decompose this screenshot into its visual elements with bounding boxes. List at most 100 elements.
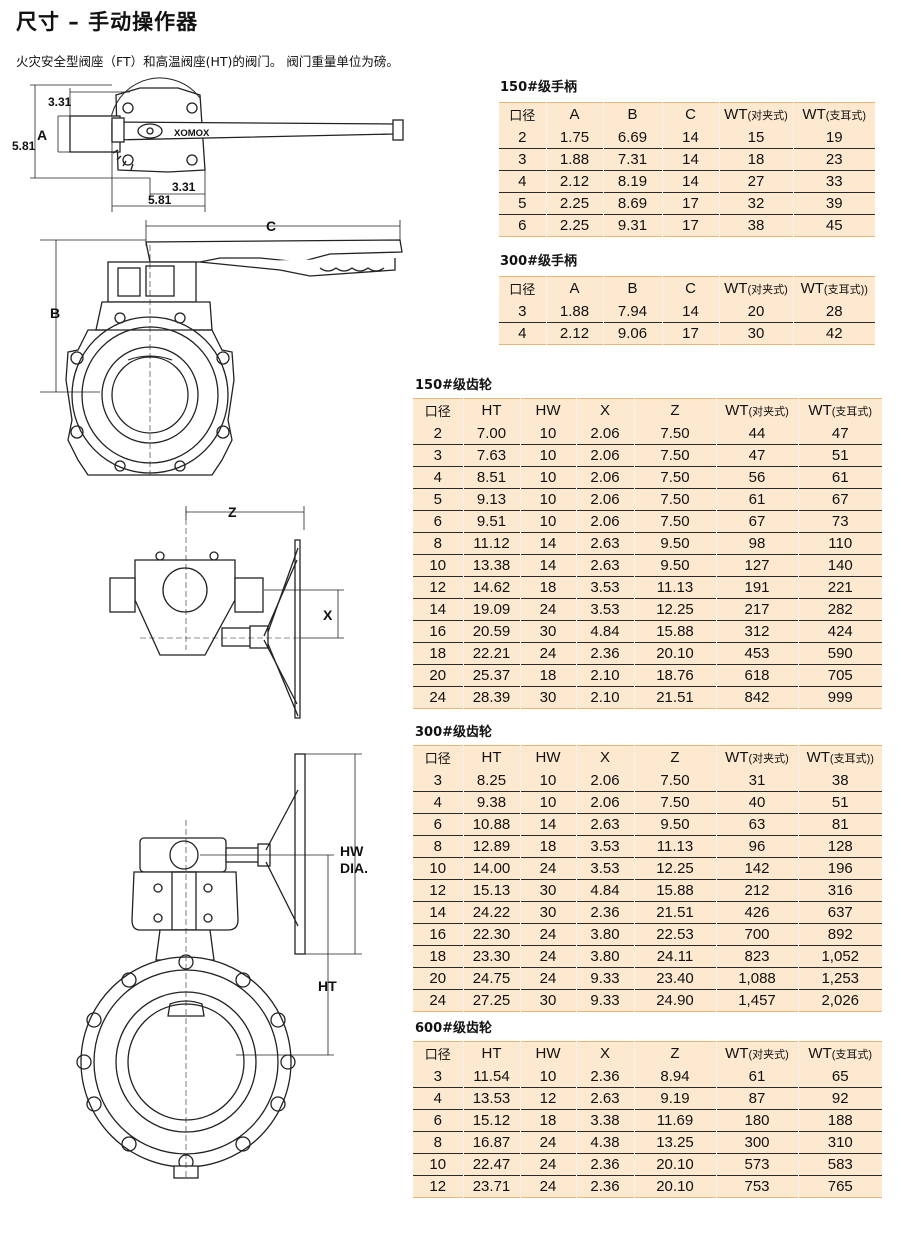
table-cell: 5 [413,488,464,511]
table-cell: 22.53 [634,923,717,946]
table-cell: 7.50 [634,488,717,511]
page-title: 尺寸 – 手动操作器 [16,10,199,34]
table-cell: 4 [499,322,547,345]
table-cell: 2.63 [576,1087,635,1110]
table-cell: 67 [831,491,849,508]
column-header-suffix: (对夹式) [748,753,789,766]
table-cell: 32 [719,192,794,215]
table-cell: 2.06 [576,422,635,445]
table-cell: 6 [413,510,464,533]
table-title-handle-300: 300#级手柄 [500,254,578,269]
dim-label-x: X [323,607,333,623]
table-cell: 12 [413,1175,464,1198]
table-cell: 18 [520,835,577,858]
table-cell: 12 [413,879,464,902]
table-cell: 20.59 [463,620,521,643]
table-cell: 9.13 [463,488,521,511]
table-cell: 92 [831,1090,849,1107]
column-header: WT(对夹式) [716,745,799,770]
dim-label-581-bottom: 5.81 [148,193,172,207]
table-cell: 4.84 [576,879,635,902]
table-cell: 1,253 [821,970,860,987]
column-header-label: Z [670,1045,680,1063]
table-cell: 12.25 [634,857,717,880]
table-cell: 22.30 [463,923,521,946]
table-cell: 453 [716,642,799,665]
column-header: 口径 [499,276,547,301]
column-header-label: B [627,106,638,124]
column-header: HT [463,745,521,770]
column-header: HW [520,1041,577,1066]
table-cell: 9.33 [576,967,635,990]
column-header: B [603,102,663,127]
dim-label-ht: HT [318,978,337,994]
table-cell: 30 [520,989,577,1012]
table-cell: 2.06 [576,488,635,511]
table-title-gear-150: 150#级齿轮 [415,378,493,393]
column-header-suffix: (对夹式) [748,1049,789,1062]
table-cell: 24 [520,1175,577,1198]
column-header-label: Z [670,402,680,420]
table-cell: 2.10 [576,664,635,687]
table-cell: 73 [831,513,849,530]
column-header-label: X [599,749,610,767]
table-cell: 8.25 [463,769,521,792]
table-cell: 30 [520,686,577,709]
column-header: WT(支耳式)) [793,277,875,301]
table-cell: 583 [827,1156,853,1173]
table-cell: 15.13 [463,879,521,902]
table-cell: 24 [520,945,577,968]
table-cell: 28 [825,302,843,320]
column-header-label: X [599,1045,610,1063]
table-cell: 21.51 [634,686,717,709]
table-cell: 637 [827,904,853,921]
table-cell: 8.51 [463,466,521,489]
column-header-label: HT [481,402,502,420]
column-header: WT(对夹式) [716,1041,799,1066]
table-cell: 11.13 [634,835,717,858]
table-cell: 14.00 [463,857,521,880]
table-cell: 128 [827,838,853,855]
column-header-label: WT [802,106,826,124]
table-cell: 24 [520,598,577,621]
table-cell: 12 [520,1087,577,1110]
table-cell: 7.50 [634,510,717,533]
table-cell: 23.71 [463,1175,521,1198]
table-cell: 12.25 [634,598,717,621]
column-header-label: WT [724,280,748,298]
table-cell: 4 [413,791,464,814]
table-cell: 11.13 [634,576,717,599]
table-cell: 61 [716,1065,799,1088]
table-cell: 33 [825,173,843,190]
table-cell: 6.69 [603,126,663,149]
table-cell: 24 [413,989,464,1012]
table-cell: 15 [719,126,794,149]
table-cell: 312 [716,620,799,643]
table-cell: 3 [499,148,547,171]
table-cell: 310 [827,1134,853,1151]
column-header-label: WT [808,1045,832,1063]
table-cell: 282 [827,601,853,618]
table-cell: 27 [719,170,794,193]
table-cell: 6 [413,1109,464,1132]
column-header-label: X [599,402,610,420]
column-header-label: 口径 [424,404,451,420]
gear-top-view-drawing [109,506,344,719]
table-cell: 20 [413,664,464,687]
table-cell: 424 [827,623,853,640]
table-cell: 7.63 [463,444,521,467]
table-cell: 10 [520,1065,577,1088]
